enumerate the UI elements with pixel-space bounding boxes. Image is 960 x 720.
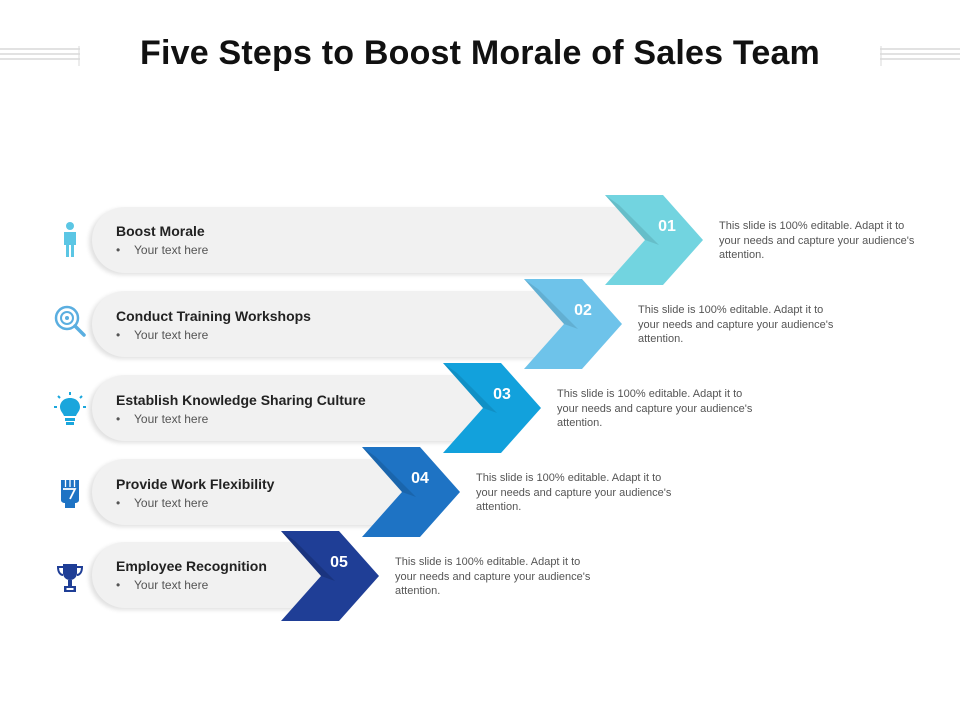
step-bullet: •Your text here xyxy=(116,496,209,510)
step-description: This slide is 100% editable. Adapt it to… xyxy=(476,472,672,513)
step-pill xyxy=(92,291,572,357)
step-number: 01 xyxy=(658,218,676,235)
trophy-icon xyxy=(56,564,84,592)
step-bullet-text: Your text here xyxy=(134,328,209,342)
step-bullet: •Your text here xyxy=(116,578,209,592)
step-bullet-text: Your text here xyxy=(134,243,209,257)
title-decoration-left xyxy=(0,46,80,66)
step-arrow xyxy=(605,195,703,285)
person-icon xyxy=(64,222,76,257)
lightbulb-icon xyxy=(54,392,86,425)
step-description: This slide is 100% editable. Adapt it to… xyxy=(638,304,834,345)
step-number: 05 xyxy=(330,554,348,571)
step-description: This slide is 100% editable. Adapt it to… xyxy=(395,556,591,597)
step-bullet-text: Your text here xyxy=(134,412,209,426)
step-pill xyxy=(92,542,332,608)
step-number: 02 xyxy=(574,302,592,319)
step-description: This slide is 100% editable. Adapt it to… xyxy=(719,220,915,261)
step-arrow xyxy=(362,447,460,537)
fist-icon xyxy=(61,480,79,508)
step-title: Conduct Training Workshops xyxy=(116,308,311,324)
step-number: 04 xyxy=(411,470,429,487)
step-bullet: •Your text here xyxy=(116,412,209,426)
step-arrow xyxy=(443,363,541,453)
step-pill xyxy=(92,375,492,441)
step-arrow xyxy=(524,279,622,369)
step-pill xyxy=(92,459,412,525)
page-title: Five Steps to Boost Morale of Sales Team xyxy=(140,34,820,72)
step-bullet: •Your text here xyxy=(116,243,209,257)
step-title: Boost Morale xyxy=(116,223,205,239)
step-description: This slide is 100% editable. Adapt it to… xyxy=(557,388,753,429)
step-pill xyxy=(92,207,652,273)
step-number: 03 xyxy=(493,386,511,403)
step-bullet: •Your text here xyxy=(116,328,209,342)
step-title: Provide Work Flexibility xyxy=(116,476,275,492)
step-bullet-text: Your text here xyxy=(134,578,209,592)
step-title: Employee Recognition xyxy=(116,558,267,574)
step-title: Establish Knowledge Sharing Culture xyxy=(116,392,366,408)
step-arrow xyxy=(281,531,379,621)
magnifier-target-icon xyxy=(54,305,86,337)
step-bullet-text: Your text here xyxy=(134,496,209,510)
title-decoration-right xyxy=(880,46,960,66)
